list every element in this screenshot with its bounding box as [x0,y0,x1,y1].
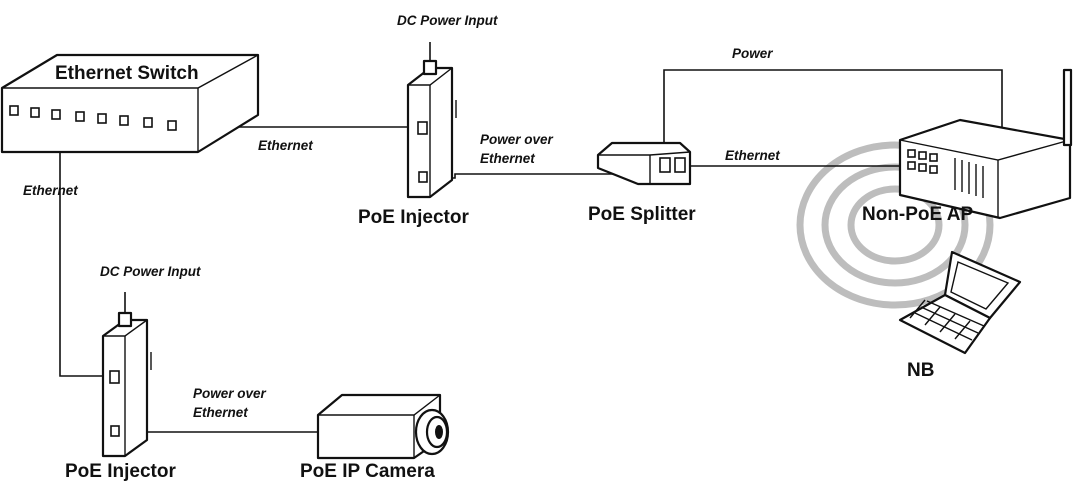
injector-splitter-label-line2: Ethernet [480,151,535,166]
switch-label: Ethernet Switch [55,63,199,84]
notebook-label: NB [907,360,934,381]
switch-to-injector-label: Ethernet [258,138,313,153]
switch-ports [9,105,177,131]
notebook: NB [898,250,1022,381]
poe-splitter-label: PoE Splitter [588,204,696,225]
splitter-ap-power-label: Power [732,46,773,61]
injector-splitter-label-line1: Power over [480,132,554,147]
dc-jack-bottom [117,311,133,328]
injector-camera-label-line2: Ethernet [193,405,248,420]
poe-injector-top: DC Power Input PoE Injector [358,13,498,228]
cable-switch-to-bottom-injector [59,110,110,377]
splitter-ap-ethernet-label: Ethernet [725,148,780,163]
poe-splitter: PoE Splitter [588,141,696,225]
poe-ip-camera-label: PoE IP Camera [300,461,435,482]
injector-camera-label-line1: Power over [193,386,267,401]
wireless-signal-rings [796,141,994,309]
ethernet-switch: Ethernet Switch [0,53,260,154]
cable-splitter-to-ap-power [663,69,1003,152]
poe-injector-top-label: PoE Injector [358,207,469,228]
poe-ip-camera: PoE IP Camera [300,393,450,482]
notebook-keyboard [909,299,985,341]
dc-power-input-top-label: DC Power Input [397,13,498,28]
ap-antenna [1062,68,1073,147]
non-poe-ap-label: Non-PoE AP [862,204,974,225]
poe-injector-bottom: DC Power Input PoE Injector [65,264,201,482]
switch-down-label: Ethernet [23,183,78,198]
dc-jack-top [422,59,438,76]
cable-injector-to-splitter [426,173,620,179]
dc-power-input-bottom-label: DC Power Input [100,264,201,279]
ap-ports [907,149,984,198]
poe-injector-bottom-label: PoE Injector [65,461,176,482]
non-poe-ap: Non-PoE AP [862,68,1073,225]
